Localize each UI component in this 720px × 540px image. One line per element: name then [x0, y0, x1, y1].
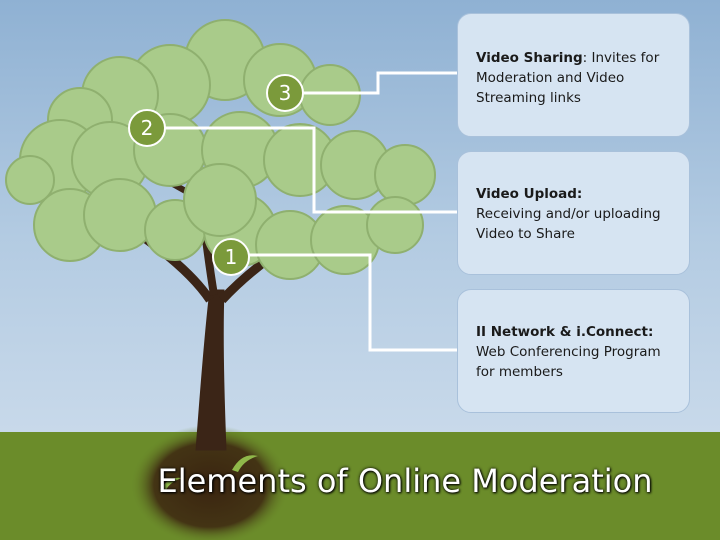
callout-video-upload: Video Upload: Receiving and/or uploading… — [457, 151, 690, 275]
callout-network-iconnect: II Network & i.Connect: Web Conferencing… — [457, 289, 690, 413]
marker-3: 3 — [266, 74, 304, 112]
connector-line-2 — [164, 126, 457, 214]
marker-2: 2 — [128, 109, 166, 147]
callout-text: : Invites for Moderation and Video Strea… — [476, 50, 660, 106]
soil-patch — [130, 425, 290, 540]
connector-line-1 — [248, 253, 457, 352]
sprout-icon — [232, 455, 258, 472]
connector-lines — [164, 71, 457, 352]
sprout-icon — [160, 477, 182, 490]
callout-text: Receiving and/or uploading Video to Shar… — [476, 206, 661, 242]
slide-title: Elements of Online Moderation — [157, 462, 653, 500]
callout-heading: Video Sharing — [476, 50, 583, 66]
callout-video-sharing: Video Sharing: Invites for Moderation an… — [457, 13, 690, 137]
callout-heading: II Network & i.Connect: — [476, 324, 654, 340]
callout-text: Web Conferencing Program for members — [476, 344, 661, 380]
marker-1: 1 — [212, 238, 250, 276]
callout-heading: Video Upload: — [476, 186, 583, 202]
grass-ground — [0, 432, 720, 540]
connector-line-3 — [302, 71, 457, 95]
